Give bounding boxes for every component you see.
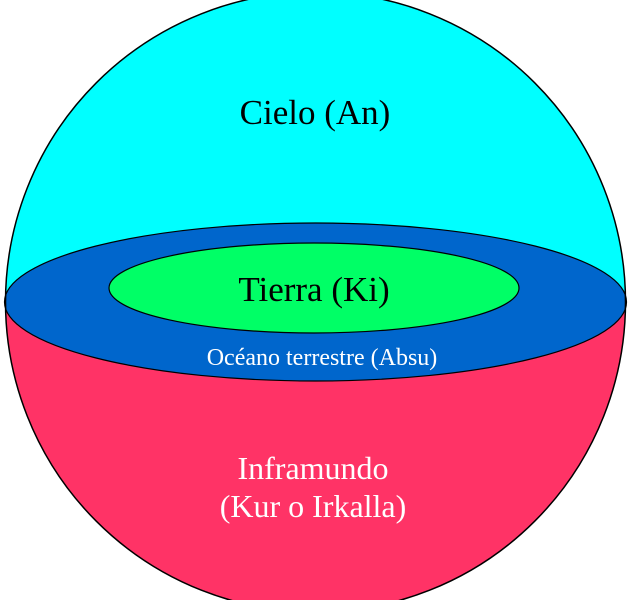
sky-label: Cielo (An) (240, 93, 391, 132)
sphere-outline (4, 0, 627, 600)
sky-region (5, 0, 626, 302)
earth-disc (108, 242, 520, 334)
underworld-label-line1: Inframundo (237, 450, 388, 486)
ocean-label: Océano terrestre (Absu) (207, 345, 438, 371)
underworld-region (5, 302, 626, 600)
earth-label: Tierra (Ki) (238, 270, 389, 309)
underworld-label-line2: (Kur o Irkalla) (220, 488, 407, 524)
